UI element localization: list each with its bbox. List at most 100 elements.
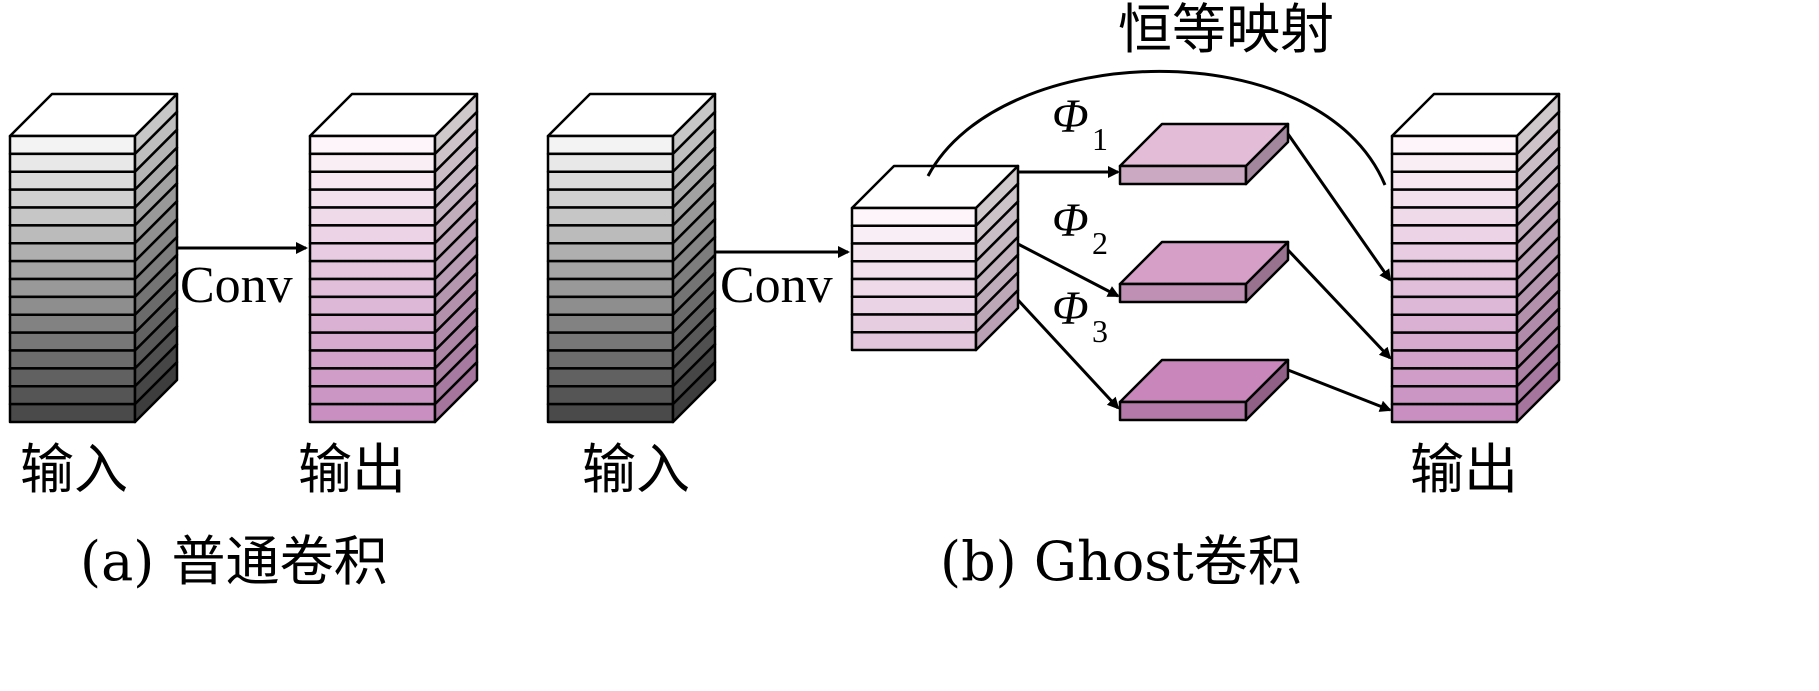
channel-layer [308,313,437,334]
channel-layer [1390,224,1519,245]
input-label-a: 输入 [20,438,128,501]
channel-layer [8,170,137,191]
phi2-symbol: Φ [1052,194,1089,247]
slab-front [1118,164,1248,186]
channel-layer [308,349,437,370]
channel-layer [546,152,675,173]
channel-layer [546,331,675,352]
channel-layer [850,331,978,352]
channel-layer [850,224,978,245]
channel-layer [546,224,675,245]
output-label-a: 输出 [298,438,406,501]
channel-layer [546,188,675,209]
channel-layer [308,134,437,156]
channel-layer [1390,402,1519,424]
channel-layer [546,134,675,156]
phi2-arrow [1017,242,1120,298]
channel-layer [8,224,137,245]
ghost-feature-map-1 [1118,122,1290,186]
channel-layer [546,206,675,227]
ghost3-to-output-arrow [1287,368,1392,412]
phi2-subscript: 2 [1092,225,1108,261]
channel-layer [308,242,437,263]
ghost1-to-output-arrow [1286,133,1392,282]
channel-side [671,360,717,424]
channel-layer [8,349,137,370]
channel-layer [546,259,675,281]
channel-layer [546,349,675,370]
channel-layer [308,259,437,281]
channel-layer [308,402,437,424]
channel-layer [308,206,437,227]
channel-layer [8,134,137,156]
phi3-subscript: 3 [1092,313,1108,349]
channel-layer [1390,259,1519,281]
channel-layer [546,313,675,334]
channel-layer [1390,295,1519,316]
channel-layer [1390,331,1519,352]
channel-layer [8,331,137,352]
channel-layer [8,385,137,406]
channel-layer [546,242,675,263]
channel-layer [850,242,978,263]
channel-layer [308,295,437,316]
channel-layer [1390,313,1519,334]
channel-layer [8,188,137,209]
channel-layer [850,206,978,227]
slab-side [1244,240,1290,304]
channel-layer [546,277,675,299]
channel-layer [850,313,978,334]
channel-layer [8,367,137,388]
channel-layer [308,367,437,388]
output-tensor-a [308,92,479,424]
phi1-symbol: Φ [1052,90,1089,143]
phi3-arrow [1016,298,1120,410]
ghost-feature-map-2 [1118,240,1290,304]
channel-layer [1390,206,1519,227]
phi1-label: Φ 1 [1052,90,1108,157]
phi1-subscript: 1 [1092,121,1108,157]
slab-side [1244,122,1290,186]
channel-layer [308,152,437,173]
caption-a: (a) 普通卷积 [80,530,388,593]
phi2-label: Φ 2 [1052,194,1108,261]
ghost-feature-map-3 [1118,358,1290,422]
channel-layer [546,402,675,424]
channel-layer [546,170,675,191]
channel-layer [8,277,137,299]
output-label-b: 输出 [1410,438,1518,501]
channel-side [133,360,179,424]
conv-label-a: Conv [180,257,293,314]
channel-layer [1390,170,1519,191]
slab-side [1244,358,1290,422]
input-label-b: 输入 [582,438,690,501]
intrinsic-feature-tensor [850,164,1020,352]
caption-b: (b) Ghost卷积 [940,530,1302,593]
channel-layer [8,295,137,316]
channel-layer [1390,385,1519,406]
channel-layer [1390,277,1519,299]
channel-side [974,289,1020,352]
channel-layer [850,260,978,281]
channel-layer [308,277,437,299]
slab-front [1118,282,1248,304]
channel-layer [1390,188,1519,209]
channel-layer [8,313,137,334]
channel-layer [8,152,137,173]
channel-layer [308,170,437,191]
slab-front [1118,400,1248,422]
channel-layer [8,402,137,424]
output-tensor-b [1390,92,1561,424]
channel-side [1515,360,1561,424]
channel-layer [8,242,137,263]
channel-layer [1390,349,1519,370]
channel-layer [1390,367,1519,388]
identity-mapping-arc [926,69,1387,186]
channel-side [433,360,479,424]
channel-layer [546,385,675,406]
channel-layer [1390,134,1519,156]
channel-layer [850,295,978,316]
channel-layer [1390,152,1519,173]
phi3-label: Φ 3 [1052,282,1108,349]
